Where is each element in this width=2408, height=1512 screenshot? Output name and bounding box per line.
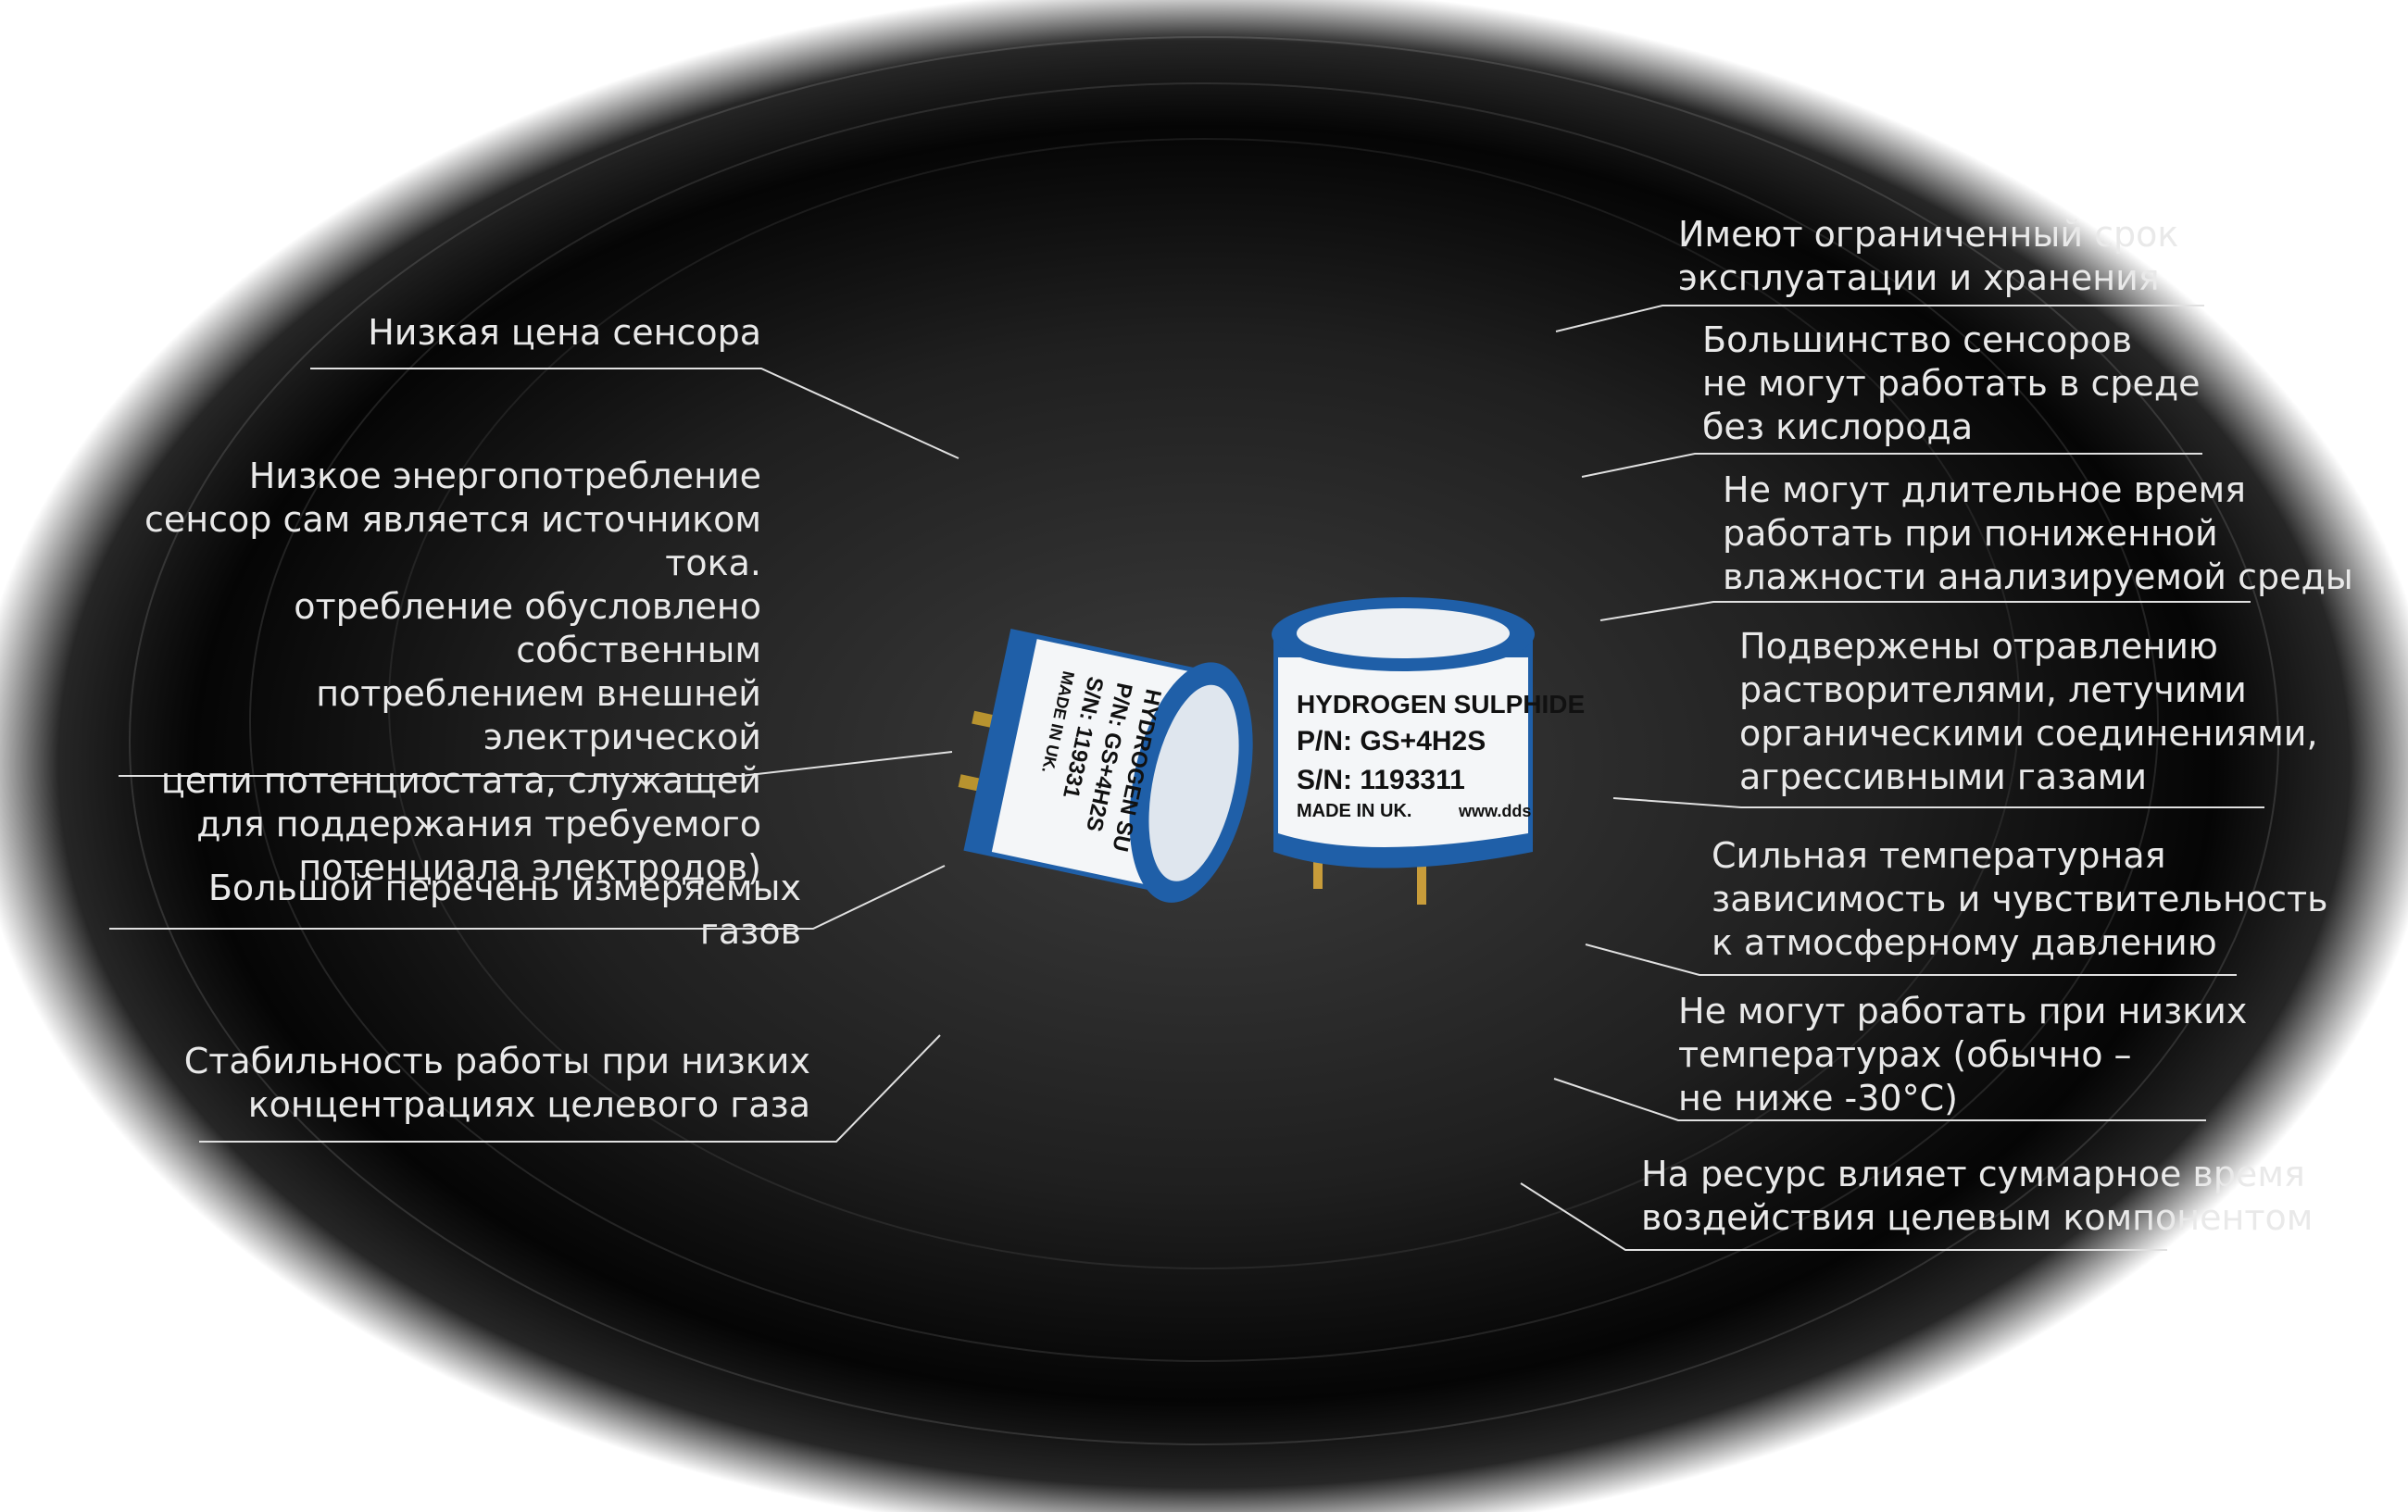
leader-line-adv-1 [310, 368, 959, 459]
decor-ring-outer [129, 36, 2279, 1445]
sensor-front-pin-2 [1417, 838, 1426, 905]
disadvantage-exposure-time: На ресурс влияет суммарное время воздейс… [1641, 1154, 2314, 1238]
advantage-low-power: Низкое энергопотребление сенсор сам явля… [144, 456, 761, 888]
disadvantage-needs-oxygen: Большинство сенсоров не могут работать в… [1702, 319, 2201, 447]
sensor-front-text-3: S/N: 1193311 [1297, 765, 1465, 795]
leader-line-adv-4 [199, 1034, 941, 1143]
sensor-front-text-1: HYDROGEN SULPHIDE [1297, 690, 1585, 719]
leader-line-dis-2 [1581, 453, 2202, 478]
disadvantage-limited-life: Имеют ограниченный срок эксплуатации и х… [1678, 214, 2179, 298]
disadvantage-low-humidity: Не могут длительное время работать при п… [1723, 469, 2353, 597]
sensor-back-pin-1 [972, 710, 995, 729]
leader-line-dis-5 [1585, 943, 2237, 976]
sensor-front-label [1278, 657, 1528, 847]
advantage-low-concentration: Стабильность работы при низких концентра… [183, 1041, 810, 1125]
disadvantage-poisoning: Подвержены отравлению растворителями, ле… [1739, 626, 2318, 797]
advantage-low-cost: Низкая цена сенсора [368, 312, 761, 353]
leader-line-dis-7 [1520, 1182, 2167, 1251]
advantage-gas-range: Большой перечень измеряемых газов [207, 868, 801, 952]
sensor-back-pin-2 [958, 774, 982, 792]
leader-line-adv-3 [109, 865, 946, 930]
sensor-illustration: HYDROGEN SU P/N: GS+4H2S S/N: 119331 MAD… [958, 597, 1585, 905]
leader-line-dis-1 [1555, 305, 2204, 332]
decor-ring-middle [249, 82, 2159, 1362]
leader-line-adv-2 [119, 751, 953, 777]
sensor-front-top-face [1297, 608, 1510, 658]
leader-line-dis-6 [1553, 1078, 2206, 1121]
sensor-front: HYDROGEN SULPHIDE P/N: GS+4H2S S/N: 1193… [1272, 597, 1585, 905]
sensor-back: HYDROGEN SU P/N: GS+4H2S S/N: 119331 MAD… [958, 629, 1253, 903]
sensor-front-text-5: www.dds [1458, 802, 1531, 820]
decor-ring-inner [388, 138, 2020, 1269]
sensor-front-text-2: P/N: GS+4H2S [1297, 726, 1486, 756]
leader-line-dis-4 [1612, 797, 2264, 808]
sensor-back-face [1148, 684, 1239, 881]
sensor-front-text-4: MADE IN UK. [1297, 801, 1411, 821]
disadvantage-low-temperature: Не могут работать при низких температура… [1678, 991, 2248, 1118]
disadvantage-temperature: Сильная температурная зависимость и чувс… [1712, 835, 2328, 963]
leader-line-dis-3 [1599, 601, 2251, 621]
sensor-front-pin-1 [1313, 838, 1323, 889]
